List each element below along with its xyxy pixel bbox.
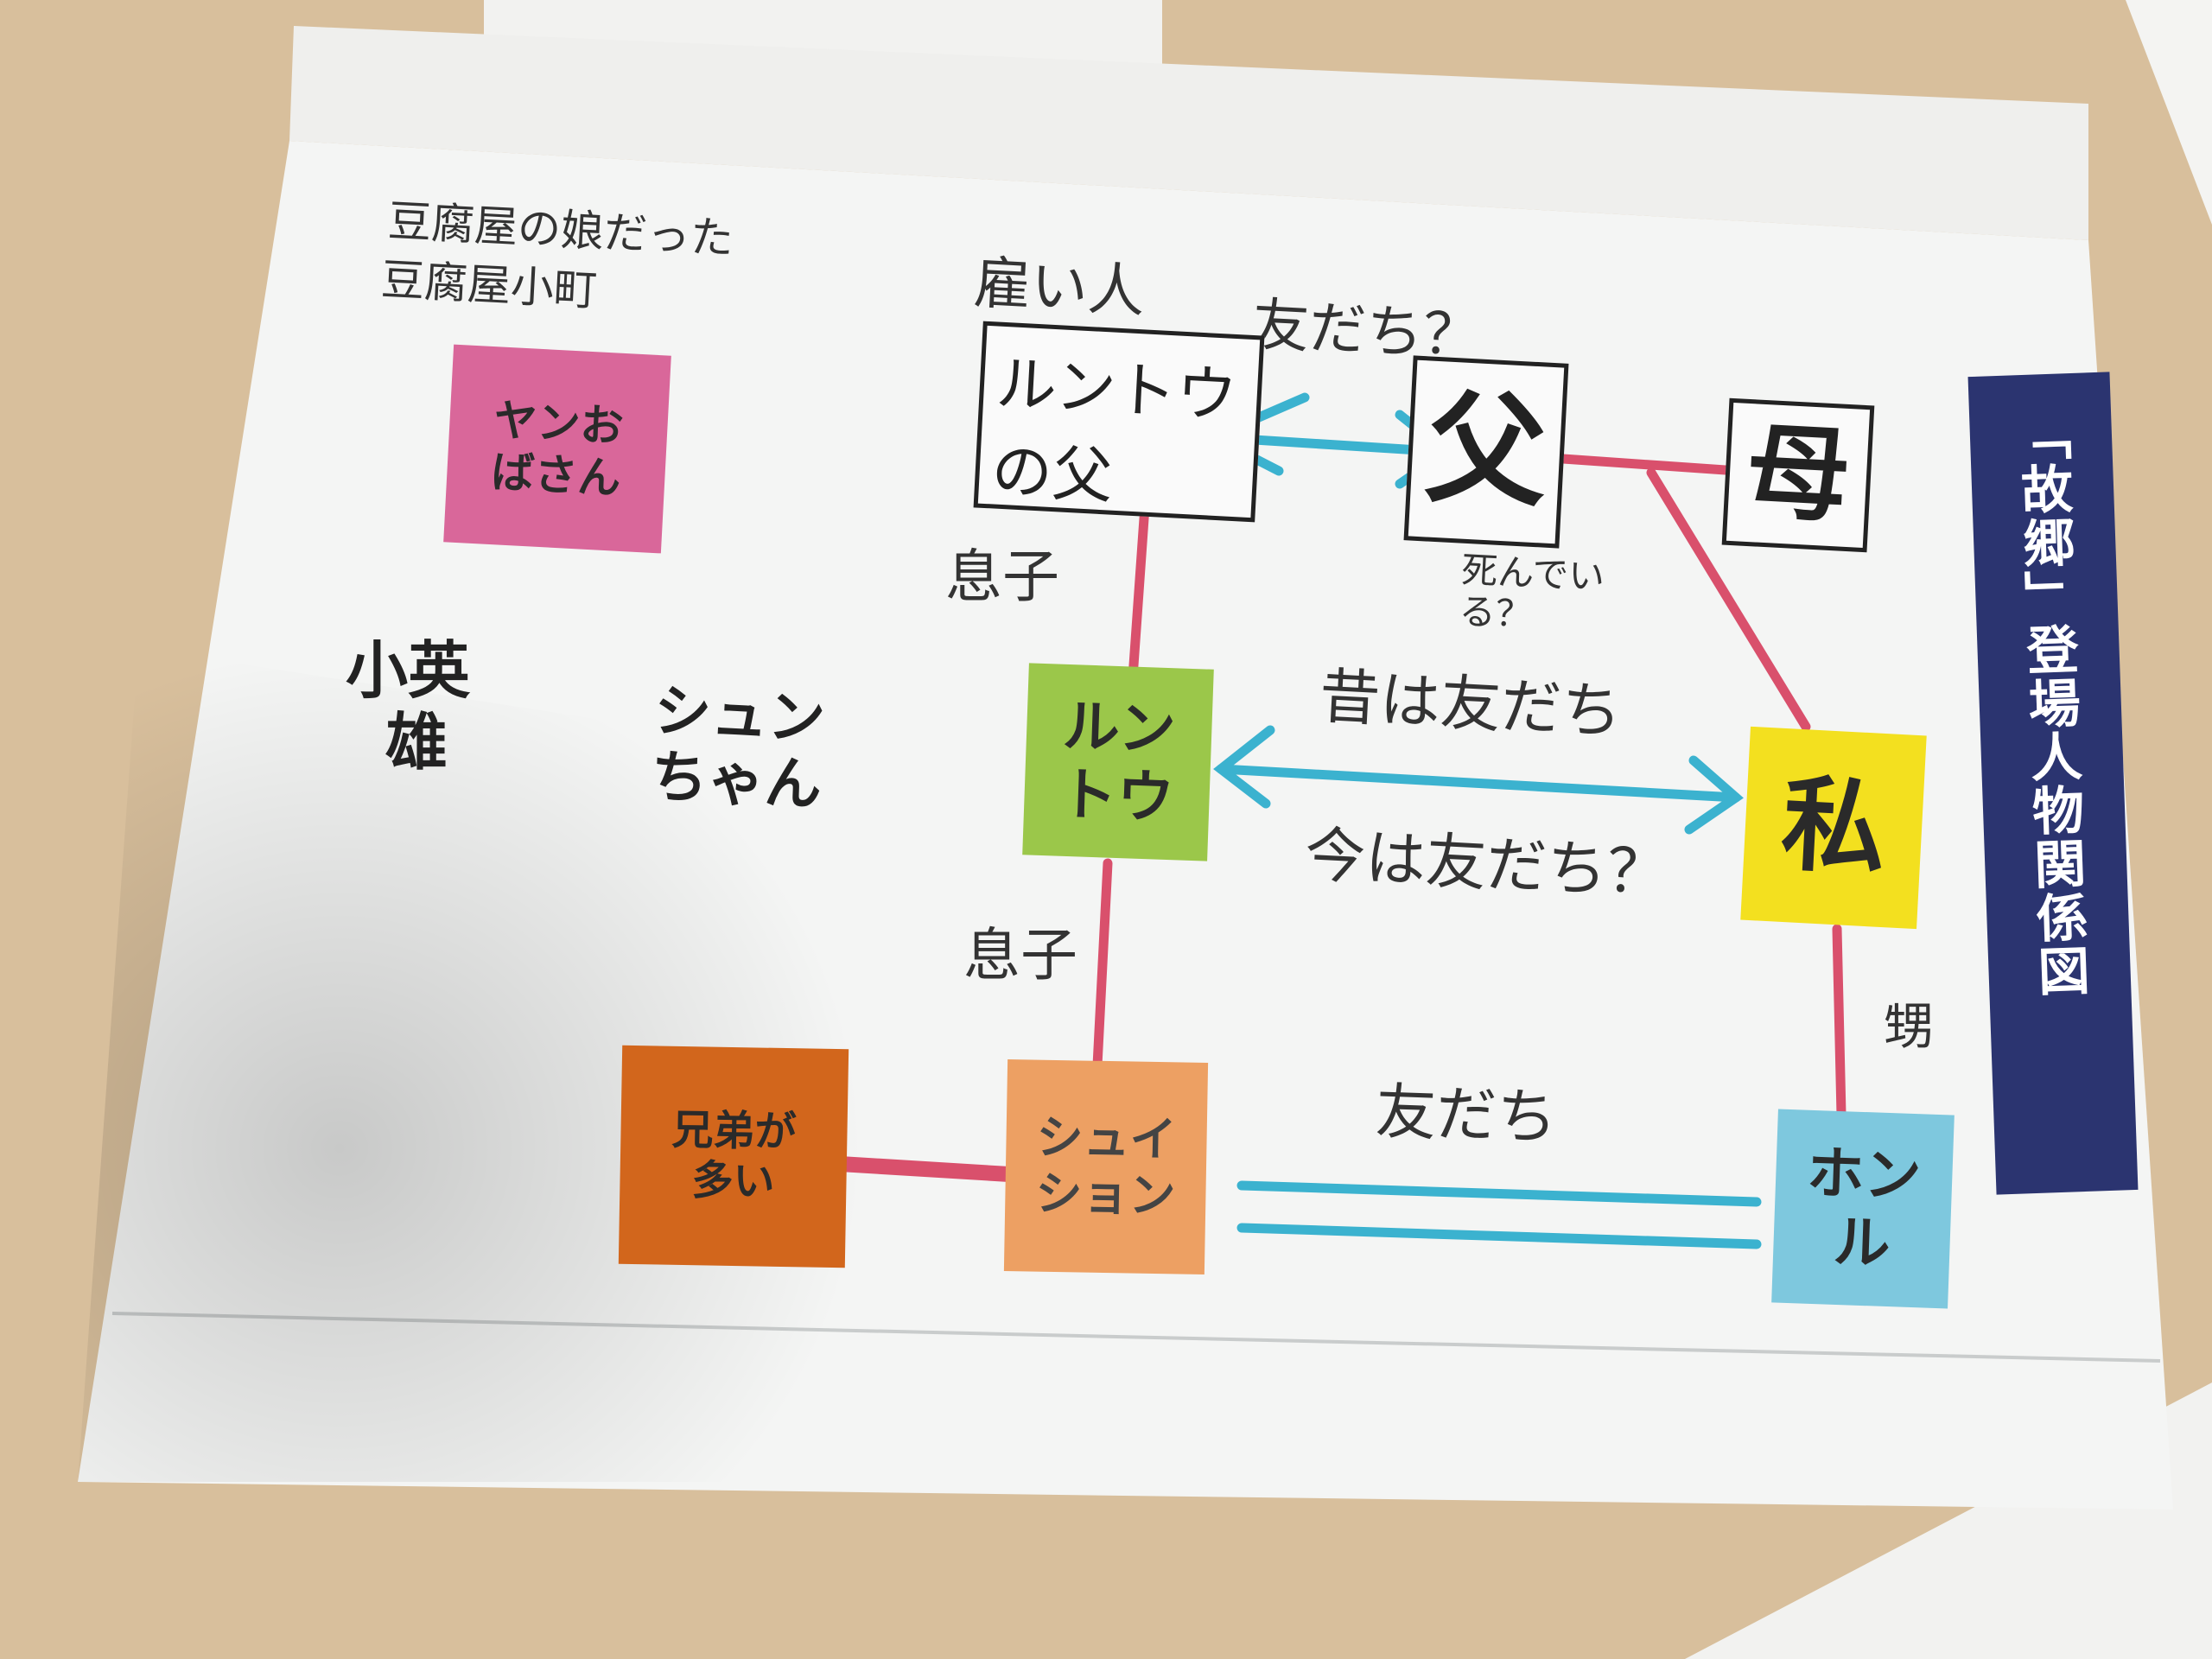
node-honger: ホンル	[1771, 1109, 1955, 1309]
label-shun-chan: シュンちゃん	[649, 677, 827, 818]
paper-scrap-right	[2126, 0, 2212, 225]
node-runtu-father: ルントウ の父	[973, 321, 1265, 523]
node-label: ばさん	[490, 446, 622, 504]
line-me-to-honger	[1832, 924, 1847, 1120]
label-line: 雄	[385, 705, 448, 779]
node-label: ル	[1832, 1208, 1891, 1278]
note-dead-question: 死んでいる？	[1458, 549, 1606, 640]
node-runtu: ルントウ	[1022, 663, 1214, 861]
note-nephew: 甥	[1884, 997, 1935, 1056]
node-many-siblings: 兄弟が多い	[618, 1045, 849, 1268]
title-bar: 「故郷」登場人物関係図	[1967, 372, 2139, 1195]
node-label: ルン	[1061, 692, 1178, 764]
label-line: シュン	[652, 677, 827, 753]
node-label: 兄弟が	[671, 1105, 797, 1157]
double-line-shuisheng-honger-2	[1236, 1223, 1762, 1249]
hand-shadow	[78, 648, 950, 1482]
node-label: ヤンお	[493, 394, 625, 452]
arrow-runtu-me	[1216, 764, 1741, 803]
node-yang-obasan: ヤンおばさん	[443, 344, 671, 554]
node-shuisheng: シュイション	[1003, 1058, 1209, 1275]
line-father-to-mother	[1558, 454, 1731, 475]
line-parents-to-me	[1646, 467, 1811, 732]
label-little-hero: 小英雄	[346, 635, 470, 779]
node-label: ルントウ	[994, 347, 1239, 432]
line-runtu-to-shuisheng	[1092, 858, 1113, 1071]
node-label: の父	[989, 435, 1115, 512]
node-label: 多い	[691, 1155, 775, 1206]
line-runtu-father-to-runtu	[1128, 489, 1151, 683]
node-label: ション	[1034, 1166, 1176, 1223]
note-son-1: 息子	[945, 543, 1059, 610]
diagram-title: 「故郷」登場人物関係図	[2009, 408, 2091, 1000]
note-son-2: 息子	[963, 922, 1077, 988]
node-label: トウ	[1058, 760, 1175, 832]
node-father: 父	[1403, 355, 1569, 549]
paper-upper-band	[289, 26, 2088, 240]
note-friends: 友だち	[1374, 1076, 1559, 1154]
label-line: ちゃん	[649, 742, 823, 818]
family-lines	[832, 454, 1847, 1182]
note-line: る？	[1458, 589, 1534, 637]
line-siblings-to-shuisheng	[832, 1156, 1017, 1182]
node-mother: 母	[1721, 397, 1875, 553]
node-me: 私	[1740, 726, 1927, 930]
node-label: ホン	[1806, 1139, 1923, 1211]
label-line: 小英	[346, 634, 471, 707]
double-line-shuisheng-honger-1	[1236, 1180, 1762, 1207]
node-label: シュイ	[1036, 1109, 1178, 1167]
note-employee: 雇い人	[972, 249, 1147, 326]
